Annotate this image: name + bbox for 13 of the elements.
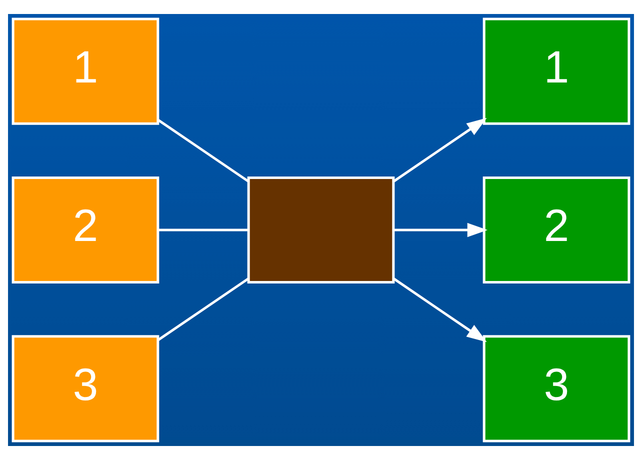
- connector: [158, 228, 248, 232]
- connector: [157, 118, 249, 182]
- arrow: [392, 277, 487, 342]
- node-box: 2: [12, 176, 160, 284]
- node-box: 3: [482, 335, 630, 442]
- arrow: [393, 222, 488, 238]
- node-box: 1: [482, 18, 630, 125]
- node-box: 1: [12, 18, 160, 125]
- node-box: 3: [12, 335, 160, 442]
- node-box: 2: [482, 176, 630, 284]
- node-box: [247, 176, 395, 284]
- arrow: [392, 118, 487, 183]
- connector: [157, 278, 249, 342]
